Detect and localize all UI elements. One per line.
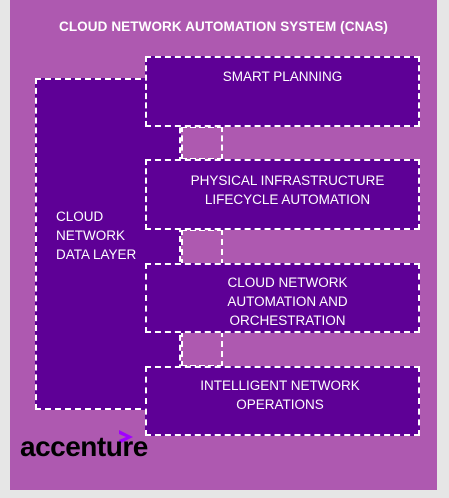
- module-label-physical-infrastructure: PHYSICAL INFRASTRUCTURE LIFECYCLE AUTOMA…: [190, 173, 385, 207]
- data-layer-box: [35, 78, 181, 410]
- accenture-logo: accenture: [20, 431, 148, 462]
- module-label-cloud-orchestration: CLOUD NETWORK AUTOMATION AND ORCHESTRATI…: [227, 275, 348, 328]
- module-smart-planning: [145, 56, 420, 127]
- diagram-title: CLOUD NETWORK AUTOMATION SYSTEM (CNAS): [58, 19, 389, 34]
- module-label-intelligent-operations: INTELLIGENT NETWORK OPERATIONS: [200, 378, 360, 412]
- connector-3: [181, 331, 223, 367]
- data-layer-label: CLOUD NETWORK DATA LAYER: [56, 209, 137, 262]
- module-intelligent-operations: [145, 366, 420, 436]
- module-label-smart-planning: SMART PLANNING: [222, 69, 343, 84]
- connector-2: [181, 229, 223, 265]
- connector-1: [181, 126, 223, 160]
- module-cloud-orchestration: [145, 263, 420, 333]
- accenture-chevron-icon: [119, 430, 133, 444]
- module-physical-infrastructure: [145, 159, 420, 230]
